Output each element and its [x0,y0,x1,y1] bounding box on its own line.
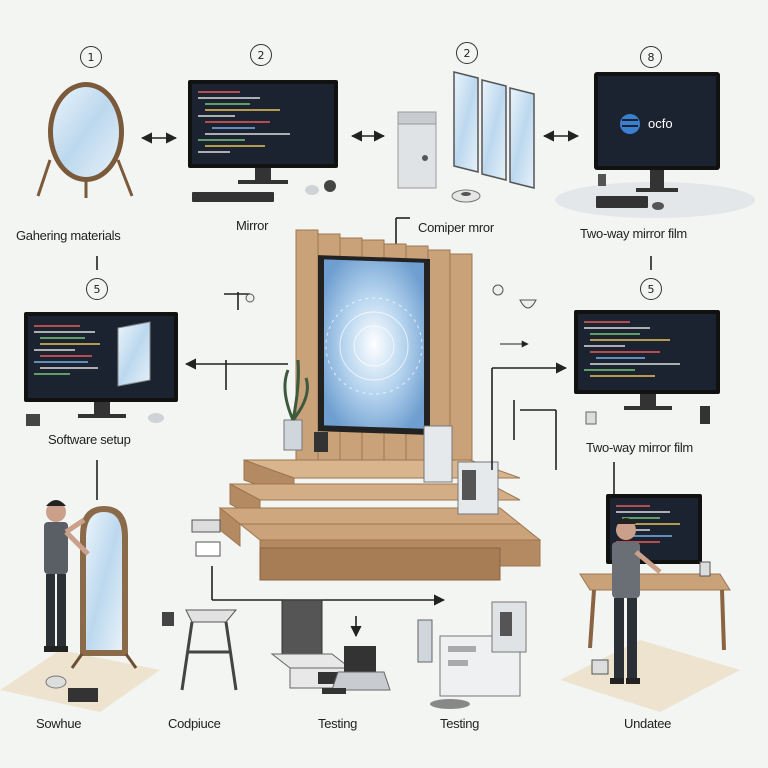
label-computer-mirror: Comiper mror [418,220,494,235]
step-number-4: 8 [640,46,662,68]
label-testing-1: Testing [318,716,357,731]
router-and-laptop [272,600,390,694]
software-monitor-left [24,312,178,426]
label-sowhue: Sowhue [36,716,81,731]
top-row-arrows [97,48,651,270]
label-undatee: Undatee [624,716,671,731]
label-mirror: Mirror [236,218,268,233]
computer-and-glass-panels [398,72,534,202]
label-two-way-mirror-film-right: Two-way mirror film [586,440,693,455]
label-two-way-mirror-film-top: Two-way mirror film [580,226,687,241]
step-ladder-and-devices [162,520,236,690]
step-number-3: 2 [456,42,478,64]
step-number-1: 1 [80,46,102,68]
step-number-2: 2 [250,44,272,66]
oval-mirror-illustration [38,82,132,198]
monitor-logo-text: ocfo [648,116,673,131]
label-testing-2: Testing [440,716,479,731]
step-number-5: 5 [86,278,108,300]
testing-equipment [418,602,526,709]
code-monitor-top [188,80,338,202]
step-number-6: 5 [640,278,662,300]
floor-tile-right [560,640,740,712]
label-codpiuce: Codpiuce [168,716,221,731]
label-software-setup: Software setup [48,432,131,447]
code-monitor-right [574,310,720,424]
label-gathering-materials: Gahering materials [16,228,120,243]
